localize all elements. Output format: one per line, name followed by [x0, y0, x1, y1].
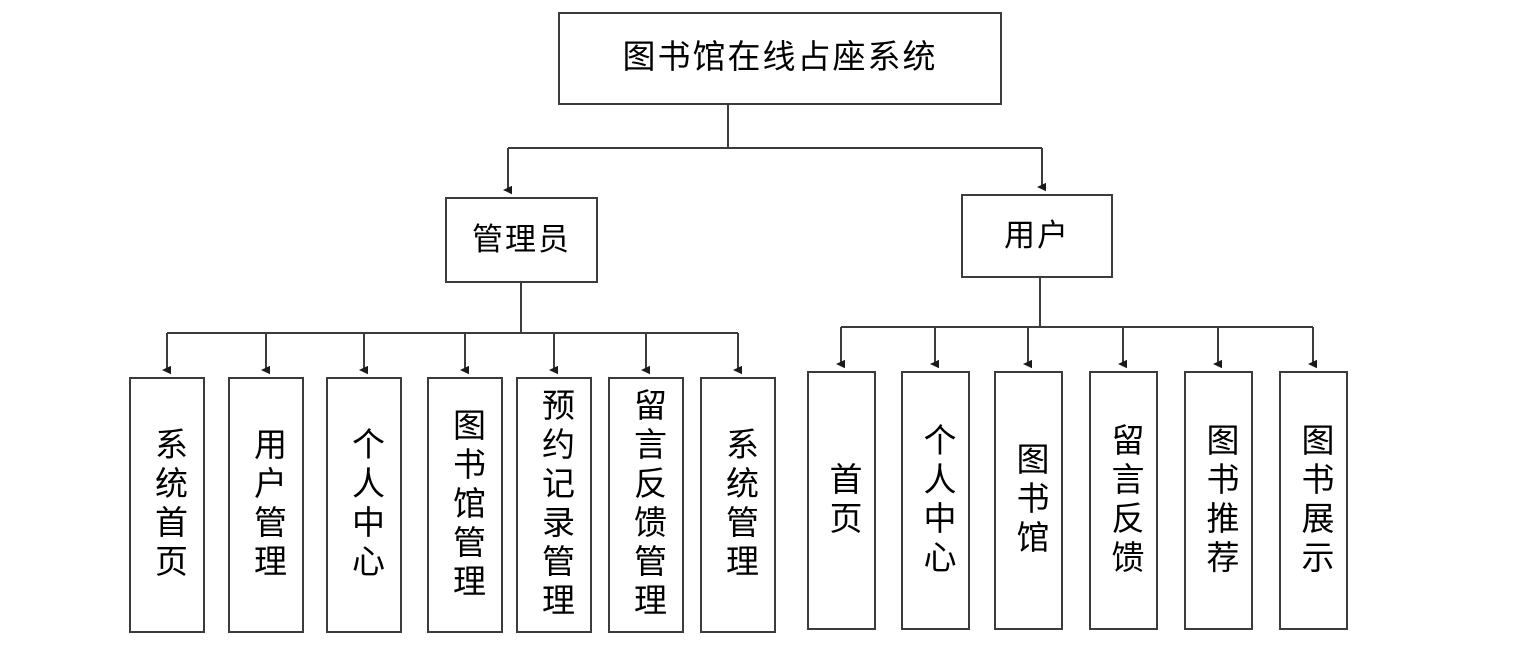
node-root[interactable]: 图书馆在线占座系统 — [558, 12, 1002, 105]
node-admin-message-feedback-management[interactable]: 留言反馈管理 — [608, 377, 684, 633]
node-user-library-label: 图书馆 — [1011, 442, 1047, 559]
node-admin-library-management[interactable]: 图书馆管理 — [427, 377, 503, 633]
node-admin-personal-center-label: 个人中心 — [346, 427, 383, 583]
node-admin[interactable]: 管理员 — [445, 197, 598, 283]
node-admin-reservation-record-management-label: 预约记录管理 — [536, 388, 573, 622]
node-admin-library-management-label: 图书馆管理 — [447, 407, 484, 603]
node-user-book-recommendation[interactable]: 图书推荐 — [1184, 371, 1253, 630]
node-user-home-label: 首页 — [824, 461, 860, 540]
node-user-book-display[interactable]: 图书展示 — [1279, 371, 1348, 630]
node-admin-system-management[interactable]: 系统管理 — [700, 377, 776, 633]
node-admin-user-management[interactable]: 用户管理 — [228, 377, 304, 633]
node-user-message-feedback-label: 留言反馈 — [1106, 422, 1142, 579]
node-admin-reservation-record-management[interactable]: 预约记录管理 — [516, 377, 592, 633]
node-user-personal-center[interactable]: 个人中心 — [901, 371, 970, 630]
node-user-personal-center-label: 个人中心 — [918, 422, 954, 579]
node-admin-personal-center[interactable]: 个人中心 — [326, 377, 402, 633]
node-user[interactable]: 用户 — [961, 194, 1113, 278]
node-user-home[interactable]: 首页 — [807, 371, 876, 630]
node-admin-label: 管理员 — [472, 221, 571, 257]
node-user-library[interactable]: 图书馆 — [994, 371, 1063, 630]
node-root-label: 图书馆在线占座系统 — [622, 40, 938, 77]
node-admin-message-feedback-management-label: 留言反馈管理 — [628, 388, 665, 622]
node-user-message-feedback[interactable]: 留言反馈 — [1089, 371, 1158, 630]
node-admin-system-management-label: 系统管理 — [720, 427, 757, 583]
node-admin-user-management-label: 用户管理 — [248, 427, 285, 583]
node-admin-home[interactable]: 系统首页 — [129, 377, 205, 633]
node-user-book-recommendation-label: 图书推荐 — [1201, 422, 1237, 579]
node-user-label: 用户 — [1004, 217, 1070, 253]
node-admin-home-label: 系统首页 — [149, 427, 186, 583]
node-user-book-display-label: 图书展示 — [1296, 422, 1332, 579]
